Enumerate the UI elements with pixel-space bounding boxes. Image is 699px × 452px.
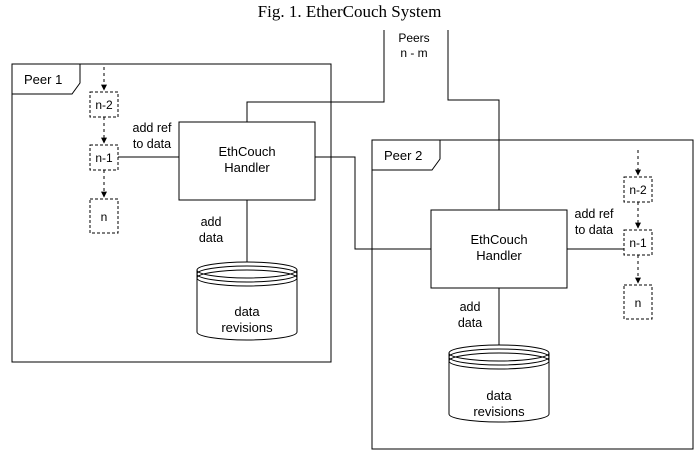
peer1-add-label-line2: data xyxy=(199,231,223,245)
peer2-chain-block-n: n xyxy=(635,296,642,310)
handler1-to-handler2-link xyxy=(315,156,431,250)
peer1-label: Peer 1 xyxy=(24,72,62,87)
peer2-store-line2: revisions xyxy=(473,404,525,419)
handler2-to-external-peers-link xyxy=(447,30,500,210)
peer1-database-cylinder xyxy=(196,261,298,341)
peer1-add-label-line1: add xyxy=(201,215,222,229)
peer1-store-line2: revisions xyxy=(221,320,273,335)
peer1-ref-label-line1: add ref xyxy=(133,121,172,135)
peers-label-line1: Peers xyxy=(398,31,429,45)
peer2-chain xyxy=(623,150,653,320)
peer2-add-label-line1: add xyxy=(460,300,481,314)
peer2-label: Peer 2 xyxy=(384,148,422,163)
peer1-frame xyxy=(11,63,332,363)
peer1-handler-line2: Handler xyxy=(224,160,270,175)
peer1-store-line1: data xyxy=(234,304,260,319)
handler1-to-external-peers-link xyxy=(246,30,385,122)
peer2-handler-line2: Handler xyxy=(476,248,522,263)
figure-caption: Fig. 1. EtherCouch System xyxy=(257,2,442,21)
peer2-frame xyxy=(371,139,694,450)
peer2-add-label-line2: data xyxy=(458,316,482,330)
peer2-ref-label-line1: add ref xyxy=(575,207,614,221)
peer2-database-cylinder xyxy=(448,344,550,423)
peer2-chain-block-n-2: n-2 xyxy=(629,183,647,197)
peer1-handler-line1: EthCouch xyxy=(218,144,275,159)
peer1-ref-label-line2: to data xyxy=(133,137,171,151)
peer2-handler-box xyxy=(430,209,568,289)
peer1-chain-block-n: n xyxy=(101,210,108,224)
peer1-chain-block-n-2: n-2 xyxy=(95,98,113,112)
peer1-chain-block-n-1: n-1 xyxy=(95,151,113,165)
peer2-chain-block-n-1: n-1 xyxy=(629,236,647,250)
peer2-store-line1: data xyxy=(486,388,512,403)
peer2-handler-line1: EthCouch xyxy=(470,232,527,247)
peers-label-line2: n - m xyxy=(400,46,427,60)
peer2-ref-label-line2: to data xyxy=(575,223,613,237)
peer1-chain xyxy=(89,67,119,234)
peer1-handler-box xyxy=(178,121,316,201)
